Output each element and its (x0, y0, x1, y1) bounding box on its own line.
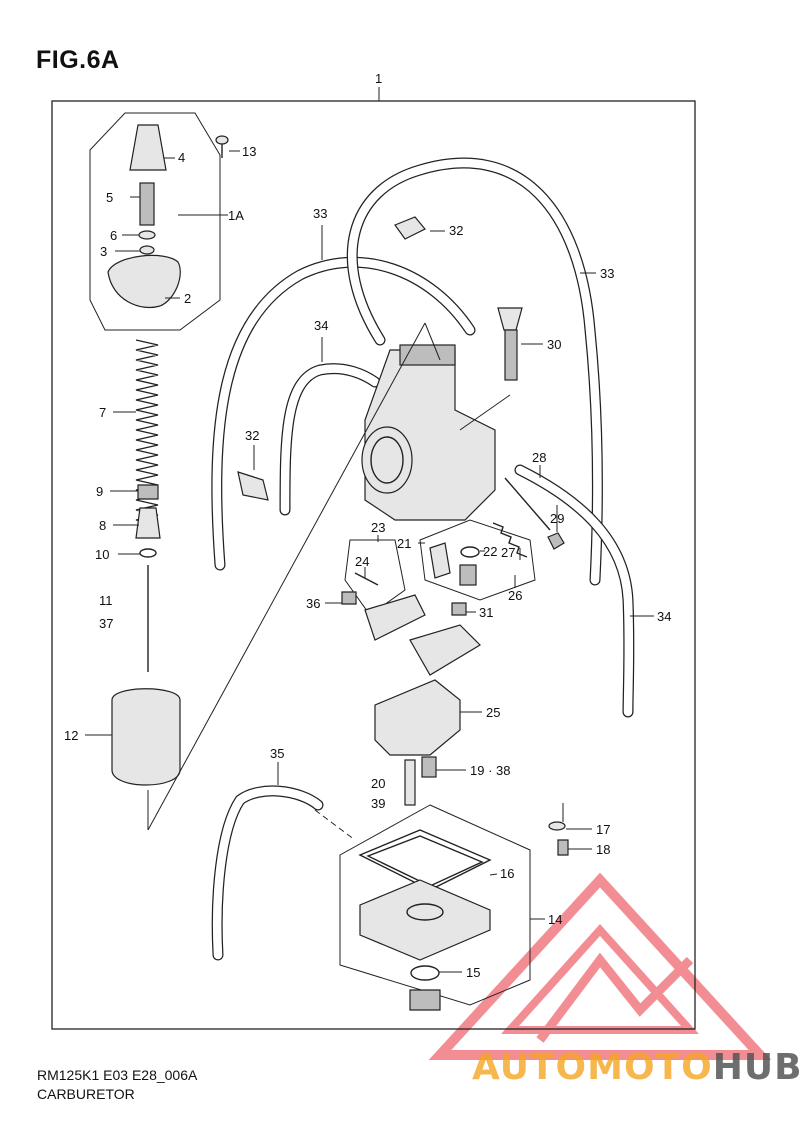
figure-code: RM125K1 E03 E28_006A (37, 1067, 198, 1083)
part-30-screw (497, 307, 523, 331)
part-10-clip (139, 548, 157, 558)
part-5-adjuster (139, 182, 155, 226)
part-16-gasket (358, 829, 492, 891)
part-19-main-jet (421, 756, 437, 778)
hose-34-lower (514, 464, 635, 718)
part-6-washer (138, 230, 156, 240)
part-20-needle-jet (404, 759, 416, 806)
carburetor-body (361, 344, 496, 521)
part-4-cap (129, 124, 167, 171)
part-21-subassembly (419, 519, 536, 601)
callout-33-left: 33 (313, 206, 327, 221)
part-12-throttle-valve (111, 688, 181, 786)
callout-19-38: 19 · 38 (470, 763, 510, 778)
watermark-part1: AUTOMOTO (472, 1047, 713, 1088)
callout-27: 27 (501, 545, 515, 560)
part-24-float-pin (354, 572, 379, 586)
part-15-o-ring (410, 965, 440, 981)
callout-9: 9 (96, 484, 103, 499)
part-18-screw (557, 839, 569, 856)
part-21-float-valve (429, 542, 451, 579)
callout-39: 39 (371, 796, 385, 811)
callout-31: 31 (479, 605, 493, 620)
callout-15: 15 (466, 965, 480, 980)
watermark-part2: HUB (712, 1047, 800, 1088)
callout-4: 4 (178, 150, 185, 165)
callout-34-lower: 34 (657, 609, 671, 624)
callout-32-lower: 32 (245, 428, 259, 443)
hose-33-right (346, 157, 603, 586)
callout-21: 21 (397, 536, 411, 551)
callout-1a: 1A (228, 208, 244, 223)
part-29-nut (547, 532, 565, 550)
part-28-screw (504, 477, 551, 531)
callout-14: 14 (548, 912, 562, 927)
callout-35: 35 (270, 746, 284, 761)
callout-29: 29 (550, 511, 564, 526)
callout-24: 24 (355, 554, 369, 569)
callout-30: 30 (547, 337, 561, 352)
callout-labels: 1 13 4 5 1A 6 3 2 7 9 8 10 11 37 12 33 3… (64, 71, 671, 980)
part-22-o-ring (460, 546, 480, 558)
callout-12: 12 (64, 728, 78, 743)
part-23-float (364, 594, 426, 641)
callout-20: 20 (371, 776, 385, 791)
callout-10: 10 (95, 547, 109, 562)
figure-title: FIG.6A (36, 46, 120, 74)
cap-subassembly-outline (89, 112, 221, 331)
float-bowl-subassembly (339, 804, 531, 1006)
part-2-top-plate (107, 254, 181, 308)
hose-35 (211, 785, 324, 961)
callout-34-upper: 34 (314, 318, 328, 333)
watermark-text: AUTOMOTOHUB (472, 1047, 800, 1088)
hose-33-left (211, 256, 476, 571)
part-36-screw (341, 591, 357, 605)
assembly-frame (51, 100, 696, 1030)
callout-36: 36 (306, 596, 320, 611)
callout-1: 1 (375, 71, 382, 86)
part-3-ring (139, 245, 155, 255)
callout-22: 22 (483, 544, 497, 559)
callout-25: 25 (486, 705, 500, 720)
callout-7: 7 (99, 405, 106, 420)
callout-28: 28 (532, 450, 546, 465)
callout-33-right: 33 (600, 266, 614, 281)
part-32-clamp-lower (237, 471, 269, 501)
callout-16: 16 (500, 866, 514, 881)
callout-37: 37 (99, 616, 113, 631)
drain-plug (409, 989, 441, 1011)
watermark-logo (428, 872, 772, 1060)
callout-32-upper: 32 (449, 223, 463, 238)
part-27-spring (492, 522, 528, 558)
callout-8: 8 (99, 518, 106, 533)
part-17-clamp (548, 821, 566, 831)
part-9-spring-seat (137, 484, 159, 500)
callout-18: 18 (596, 842, 610, 857)
callout-2: 2 (184, 291, 191, 306)
hose-34-upper (279, 363, 381, 516)
part-25-holder (374, 679, 461, 756)
callout-26: 26 (508, 588, 522, 603)
callout-5: 5 (106, 190, 113, 205)
callout-17: 17 (596, 822, 610, 837)
part-32-clamp-upper (394, 216, 426, 240)
part-31-screw (451, 602, 467, 616)
callout-13: 13 (242, 144, 256, 159)
part-23-subassembly (344, 539, 406, 616)
callout-3: 3 (100, 244, 107, 259)
part-8-needle-retainer (135, 507, 161, 539)
callout-6: 6 (110, 228, 117, 243)
figure-name: CARBURETOR (37, 1086, 135, 1102)
leader-lines (85, 150, 654, 973)
callout-23: 23 (371, 520, 385, 535)
callout-11: 11 (99, 593, 113, 608)
